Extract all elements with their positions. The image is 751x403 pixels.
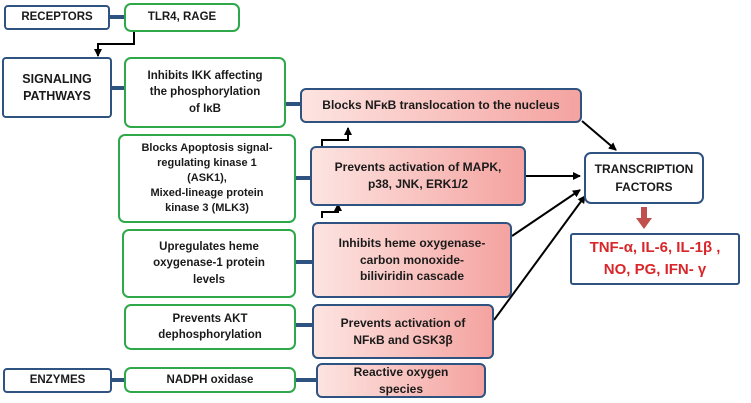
transcription-factors-box: TRANSCRIPTION FACTORS: [584, 152, 704, 204]
heme-oxygenase-upregulation-box: Upregulates heme oxygenase-1 protein lev…: [122, 229, 296, 298]
signaling-pathways-label: SIGNALING PATHWAYS: [2, 57, 112, 118]
ikk-inhibition-box: Inhibits IKK affecting the phosphorylati…: [124, 57, 286, 128]
arrow-nfkb-to-tf: [581, 120, 617, 151]
arrow-tf-to-cytokines: [636, 207, 652, 229]
receptors-label: RECEPTORS: [4, 5, 110, 30]
nadph-oxidase-box: NADPH oxidase: [124, 367, 296, 393]
arrow-tlr4-to-signaling: [94, 32, 135, 57]
enzymes-label: ENZYMES: [3, 368, 112, 393]
arrow-cascade-to-tf: [511, 189, 581, 237]
ask1-mlk3-block-box: Blocks Apoptosis signal- regulating kina…: [118, 134, 296, 223]
heme-cascade-inhibition-box: Inhibits heme oxygenase- carbon monoxide…: [312, 222, 512, 298]
arrow-gsk3b-to-tf: [493, 195, 586, 321]
mapk-activation-prevention-box: Prevents activation of MAPK, p38, JNK, E…: [310, 146, 526, 206]
nfkb-gsk3b-prevention-box: Prevents activation of NFκB and GSK3β: [312, 304, 494, 359]
akt-dephosphorylation-box: Prevents AKT dephosphorylation: [124, 304, 296, 350]
arrow-cascade-to-mapk: [321, 203, 342, 218]
reactive-oxygen-species-box: Reactive oxygen species: [316, 363, 486, 398]
inflammatory-mediators-box: TNF-α, IL-6, IL-1β , NO, PG, IFN- γ: [570, 233, 740, 285]
arrow-mapk-to-nfkb: [321, 127, 352, 146]
nfkb-translocation-block-box: Blocks NFκB translocation to the nucleus: [300, 88, 582, 123]
receptor-list-box: TLR4, RAGE: [124, 3, 240, 32]
